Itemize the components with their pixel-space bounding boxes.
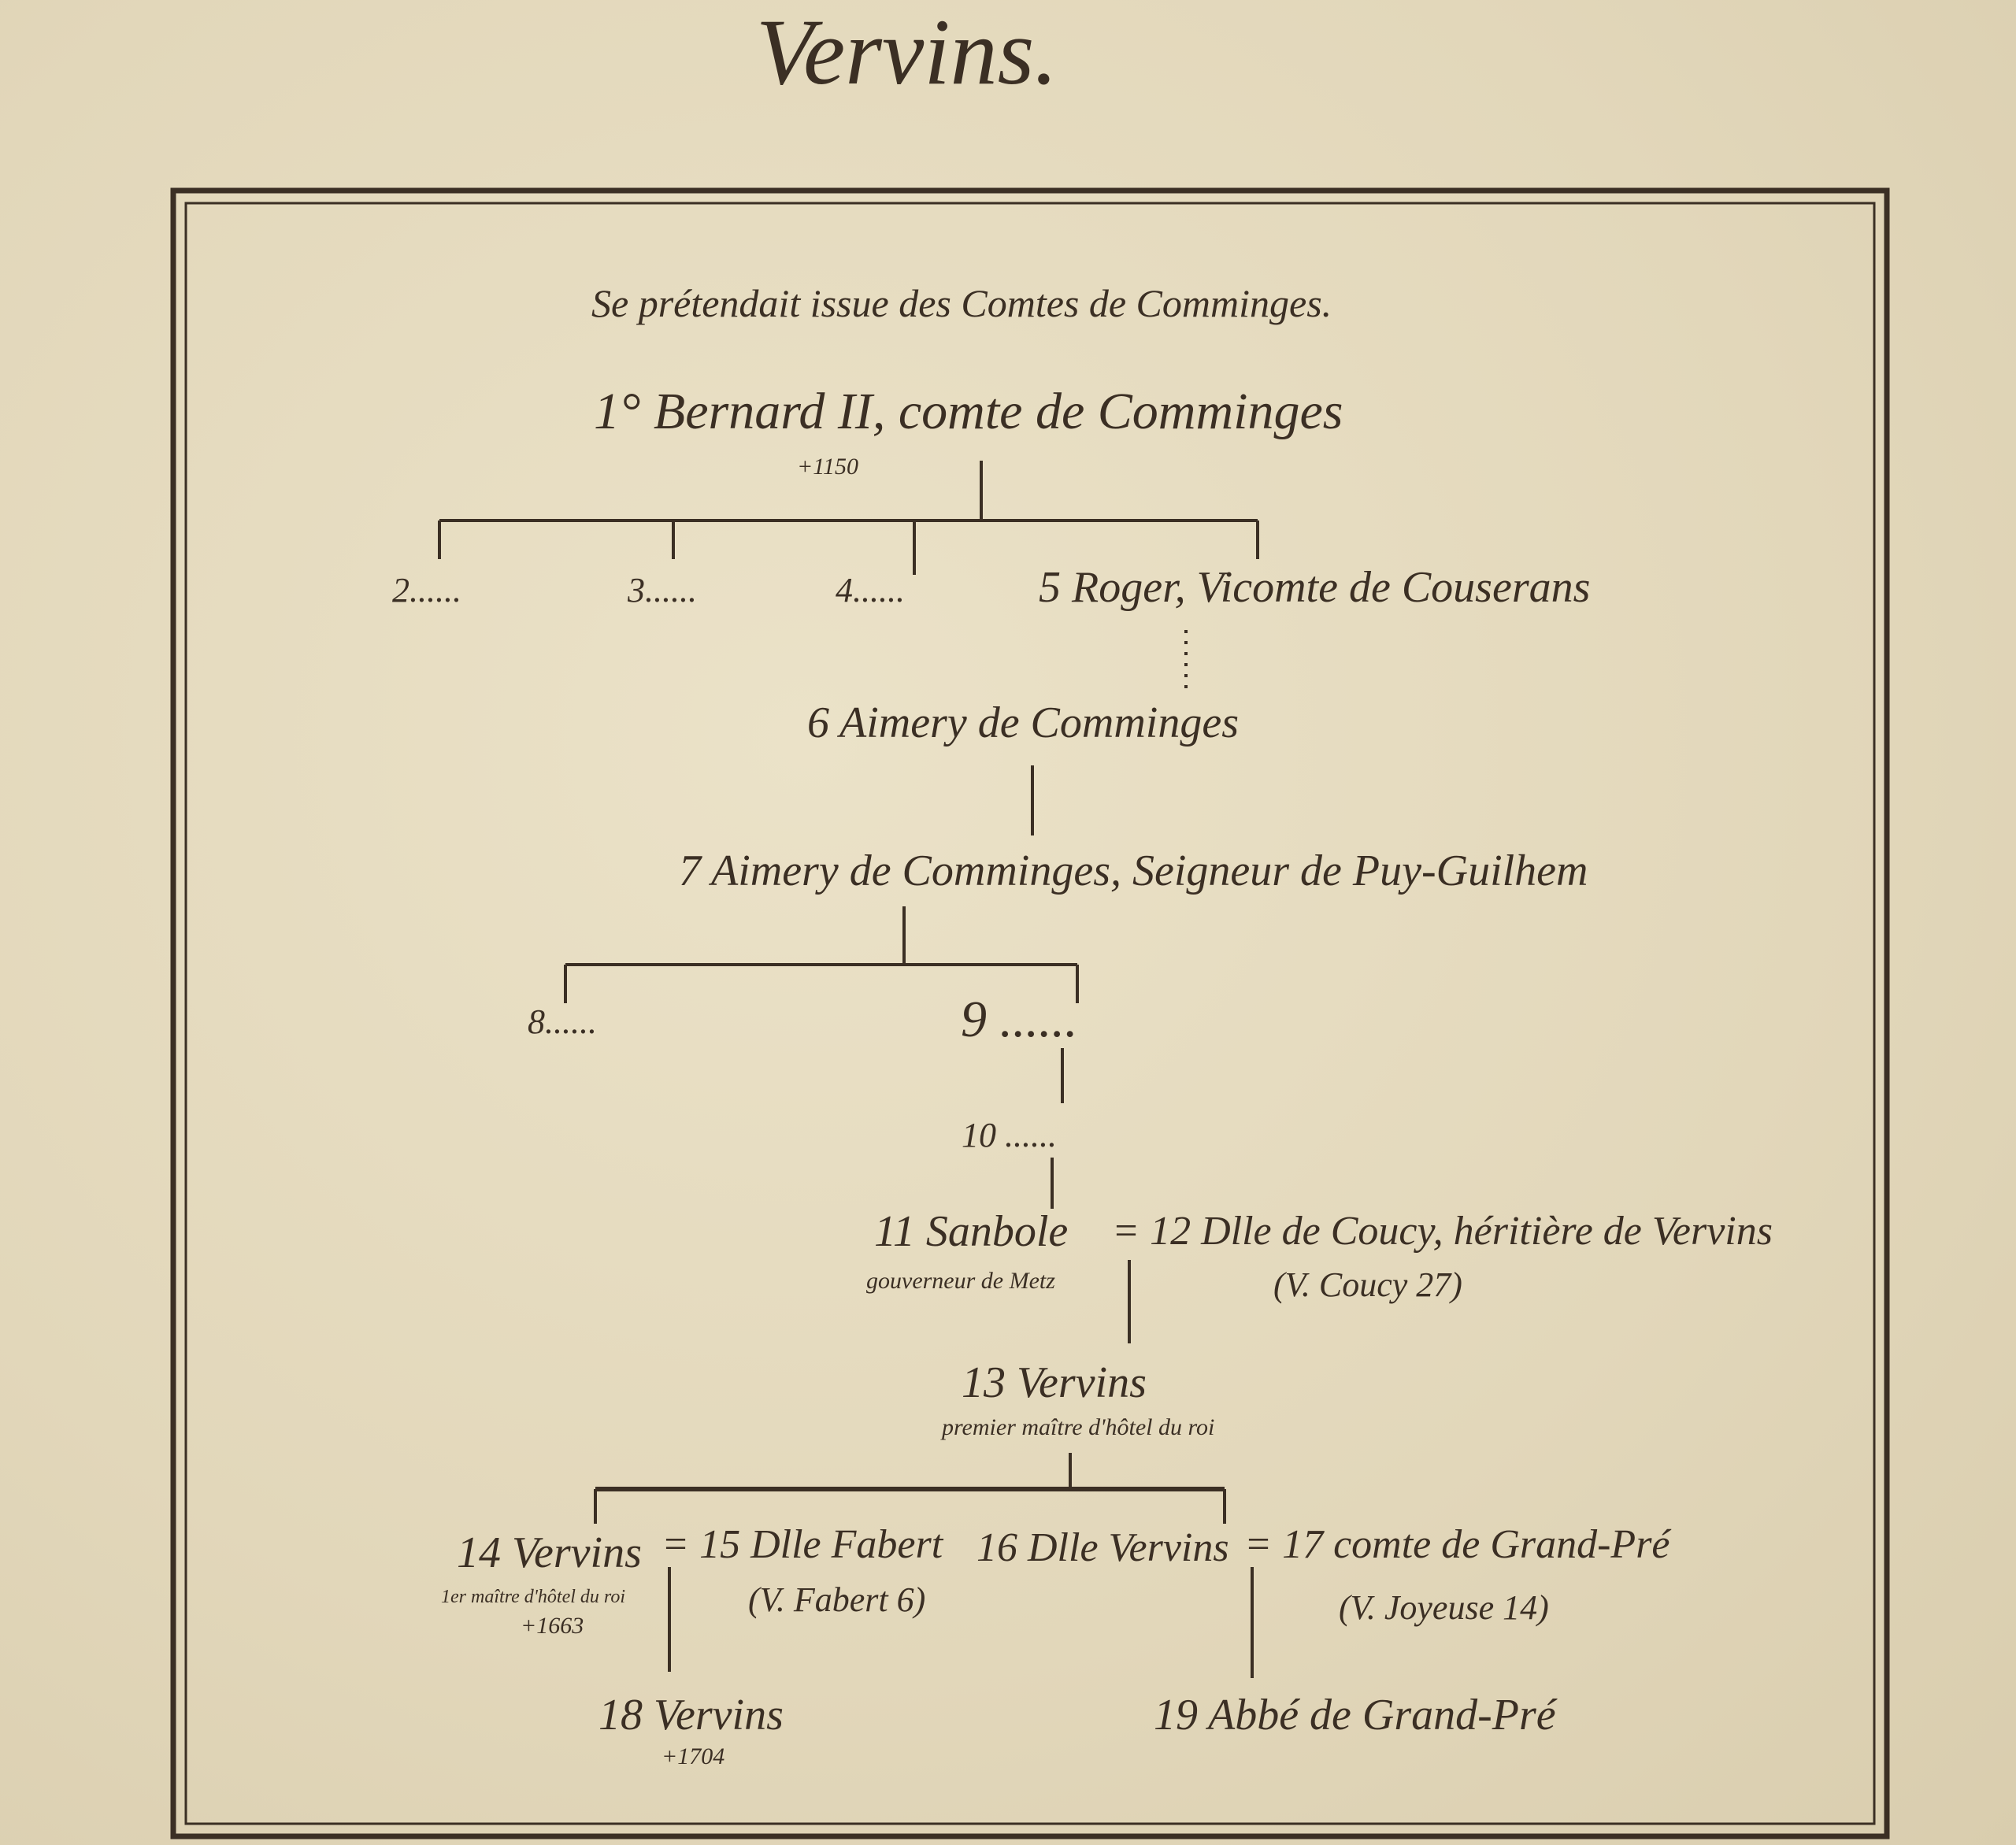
person-14-death: +1663	[521, 1613, 584, 1639]
person-18: 18 Vervins	[598, 1691, 784, 1739]
person-18-death: +1704	[662, 1743, 725, 1769]
person-8: 8......	[528, 1002, 597, 1041]
tree-heading: Se prétendait issue des Comtes de Commin…	[591, 281, 1332, 325]
tree-connectors	[438, 461, 1259, 1678]
person-4: 4......	[836, 571, 905, 609]
person-6: 6 Aimery de Comminges	[807, 698, 1239, 747]
page-title: Vervins.	[756, 0, 1058, 104]
person-14: 14 Vervins	[457, 1528, 642, 1577]
person-1: 1° Bernard II, comte de Comminges	[594, 383, 1343, 440]
page-border	[170, 187, 1890, 1839]
person-11: 11 Sanbole	[874, 1207, 1069, 1256]
person-9: 9 ......	[961, 991, 1078, 1048]
person-13: 13 Vervins	[962, 1358, 1147, 1407]
person-14-title: 1er maître d'hôtel du roi	[441, 1587, 625, 1607]
person-19: 19 Abbé de Grand-Pré	[1154, 1691, 1556, 1739]
person-1-death: +1150	[797, 454, 859, 480]
person-2: 2......	[392, 571, 461, 609]
person-7: 7 Aimery de Comminges, Seigneur de Puy-G…	[679, 847, 1588, 895]
person-12: = 12 Dlle de Coucy, héritière de Vervins	[1112, 1209, 1773, 1254]
person-11-title: gouverneur de Metz	[866, 1268, 1055, 1294]
person-15: = 15 Dlle Fabert	[662, 1522, 943, 1567]
person-17: = 17 comte de Grand-Pré	[1244, 1522, 1670, 1567]
person-10: 10 ......	[962, 1116, 1057, 1154]
person-13-title: premier maître d'hôtel du roi	[942, 1414, 1215, 1440]
person-17-reference: (V. Joyeuse 14)	[1339, 1588, 1549, 1627]
person-12-reference: (V. Coucy 27)	[1273, 1265, 1462, 1304]
person-5: 5 Roger, Vicomte de Couserans	[1039, 563, 1591, 612]
person-16: 16 Dlle Vervins	[976, 1525, 1229, 1570]
person-15-reference: (V. Fabert 6)	[748, 1580, 926, 1619]
person-3: 3......	[628, 571, 697, 609]
